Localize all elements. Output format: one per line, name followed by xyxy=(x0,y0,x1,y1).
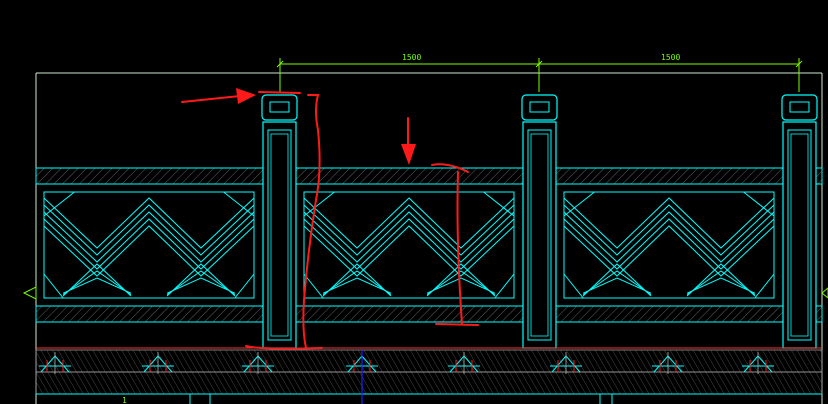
post-panel xyxy=(527,129,552,341)
post xyxy=(781,94,818,349)
post-panel xyxy=(787,129,812,341)
lattice-chevron-lower xyxy=(322,263,392,297)
bottom-rail xyxy=(35,305,823,323)
lattice-chevron-lower xyxy=(322,277,392,294)
lattice-chevron xyxy=(563,197,775,249)
post-panel-inner xyxy=(790,133,809,337)
post-cap-inset xyxy=(789,101,810,113)
lattice-chevron-lower xyxy=(62,263,132,297)
panel-frame xyxy=(303,191,515,299)
lattice-chevron xyxy=(303,197,515,249)
base-anchors xyxy=(39,352,774,374)
lattice-chevron-lower xyxy=(426,263,496,297)
anchor-mark xyxy=(242,352,274,374)
lattice-chevron xyxy=(43,225,255,277)
lattice-chevron xyxy=(303,204,515,256)
lattice-chevron-lower xyxy=(426,277,496,294)
lattice-corner xyxy=(233,272,255,299)
post-cap-inset xyxy=(269,101,290,113)
anchor-mark xyxy=(448,352,480,374)
anchor-mark xyxy=(39,352,71,374)
lattice-chevron-lower xyxy=(166,270,236,296)
post xyxy=(521,94,558,349)
lattice-chevron xyxy=(563,225,775,277)
post-cap xyxy=(521,94,558,121)
lattice-chevron xyxy=(303,225,515,277)
markup-arrow-down-icon xyxy=(401,117,416,165)
lattice-corner xyxy=(303,191,336,218)
lattice-panel xyxy=(303,191,515,299)
lattice-chevron-lower xyxy=(62,277,132,294)
panel-frame xyxy=(563,191,775,299)
lattice-panel xyxy=(563,191,775,299)
markup-post-bracket xyxy=(245,91,323,350)
top-rail xyxy=(35,167,823,185)
lattice-panels xyxy=(43,191,775,299)
anchor-mark xyxy=(742,352,774,374)
lattice-chevron xyxy=(303,218,515,270)
lattice-chevron xyxy=(43,197,255,249)
lattice-panel xyxy=(43,191,255,299)
lattice-corner xyxy=(482,191,515,218)
lattice-corner xyxy=(742,191,775,218)
lattice-chevron xyxy=(563,218,775,270)
side-markers xyxy=(22,286,828,300)
post-panel xyxy=(267,129,292,341)
drawing-frame xyxy=(35,72,823,404)
lattice-chevron xyxy=(43,218,255,270)
lattice-chevron xyxy=(303,211,515,263)
lattice-chevron-lower xyxy=(166,263,236,297)
lattice-chevron xyxy=(43,204,255,256)
lattice-chevron xyxy=(563,211,775,263)
anchor-mark xyxy=(652,352,684,374)
lattice-corner xyxy=(753,272,775,299)
lattice-corner xyxy=(222,191,255,218)
markup-arrow-right-icon xyxy=(181,88,256,104)
lattice-corner xyxy=(43,191,76,218)
lattice-chevron-lower xyxy=(582,277,652,294)
posts xyxy=(261,94,818,349)
markup-annotations xyxy=(181,88,479,350)
lattice-corner xyxy=(493,272,515,299)
panel-frame xyxy=(43,191,255,299)
post-panel-inner xyxy=(530,133,549,337)
post-cap-inset xyxy=(529,101,550,113)
anchor-mark xyxy=(142,352,174,374)
lattice-chevron-lower xyxy=(582,263,652,297)
footer-marker: 1 xyxy=(122,396,127,404)
lattice-corner xyxy=(563,272,585,299)
dimension-line xyxy=(276,58,803,92)
anchor-mark xyxy=(550,352,582,374)
post xyxy=(261,94,298,349)
lattice-corner xyxy=(563,191,596,218)
lattice-chevron-lower xyxy=(686,270,756,296)
lattice-chevron xyxy=(563,204,775,256)
lattice-chevron-lower xyxy=(166,277,236,294)
lattice-corner xyxy=(43,272,65,299)
dimension-label-right: 1500 xyxy=(661,53,680,62)
lattice-chevron-lower xyxy=(62,270,132,296)
post-cap xyxy=(781,94,818,121)
markup-rail-bracket xyxy=(431,163,479,326)
lattice-corner xyxy=(303,272,325,299)
footer-ticks xyxy=(189,394,613,404)
dimension-label-left: 1500 xyxy=(402,53,421,62)
lattice-chevron-lower xyxy=(426,270,496,296)
lattice-chevron-lower xyxy=(322,270,392,296)
base-strip xyxy=(35,347,823,395)
post-panel-inner xyxy=(270,133,289,337)
lattice-chevron-lower xyxy=(582,270,652,296)
post-cap xyxy=(261,94,298,121)
lattice-chevron xyxy=(43,211,255,263)
lattice-chevron-lower xyxy=(686,263,756,297)
lattice-chevron-lower xyxy=(686,277,756,294)
